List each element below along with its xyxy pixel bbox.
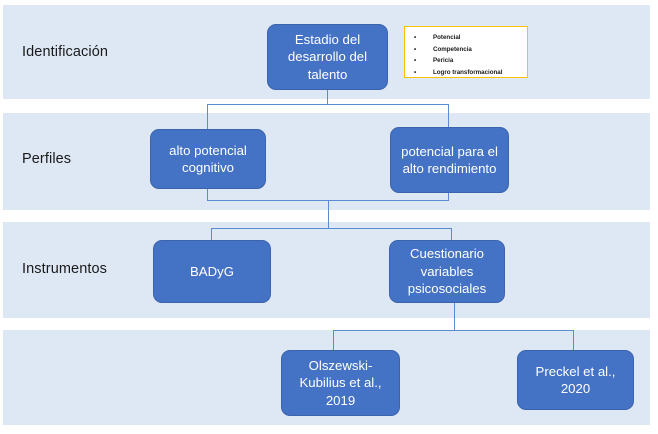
connector-row4-split-horizontal [333,330,574,332]
connector-to-badyg [211,228,213,241]
band-perfiles [3,113,650,210]
callout-item-competencia: Competencia [411,44,523,56]
node-alto-potencial-cognitivo[interactable]: alto potencial cognitivo [150,129,266,189]
connector-alto-potencial-down [207,189,209,201]
node-cuestionario-variables-psicosociales[interactable]: Cuestionario variables psicosociales [389,240,505,303]
callout-item-potencial: Potencial [411,32,523,44]
connector-row2-merge-down [328,200,330,228]
node-estadio-desarrollo-talento[interactable]: Estadio del desarrollo del talento [267,24,388,90]
connector-estadio-down [327,90,329,105]
connector-to-cuestionario [451,228,453,241]
connector-row3-split-horizontal [211,228,452,230]
connector-to-olszewski [333,330,335,351]
connector-potencial-rendimiento-down [448,193,450,201]
connector-to-alto-potencial [207,104,209,130]
band-label-instrumentos: Instrumentos [22,261,108,277]
connector-cuestionario-down [454,303,456,331]
band-label-identificacion: Identificación [22,44,109,60]
node-badyg[interactable]: BADyG [153,240,271,303]
band-label-perfiles: Perfiles [22,151,72,167]
node-referencia-olszewski-kubilius[interactable]: Olszewski-Kubilius et al., 2019 [281,350,400,416]
node-potencial-alto-rendimiento[interactable]: potencial para el alto rendimiento [390,127,509,193]
node-referencia-preckel[interactable]: Preckel et al., 2020 [517,350,634,410]
callout-list: Potencial Competencia Pericia Logro tran… [411,32,523,79]
connector-to-potencial-rendimiento [448,104,450,128]
callout-estadios-list: Potencial Competencia Pericia Logro tran… [404,26,528,78]
connector-row1-row2-horizontal [207,104,449,106]
connector-to-preckel [573,330,575,351]
callout-item-logro-transformacional: Logro transformacional [411,67,523,79]
callout-item-pericia: Pericia [411,55,523,67]
band-instrumentos [3,222,650,318]
